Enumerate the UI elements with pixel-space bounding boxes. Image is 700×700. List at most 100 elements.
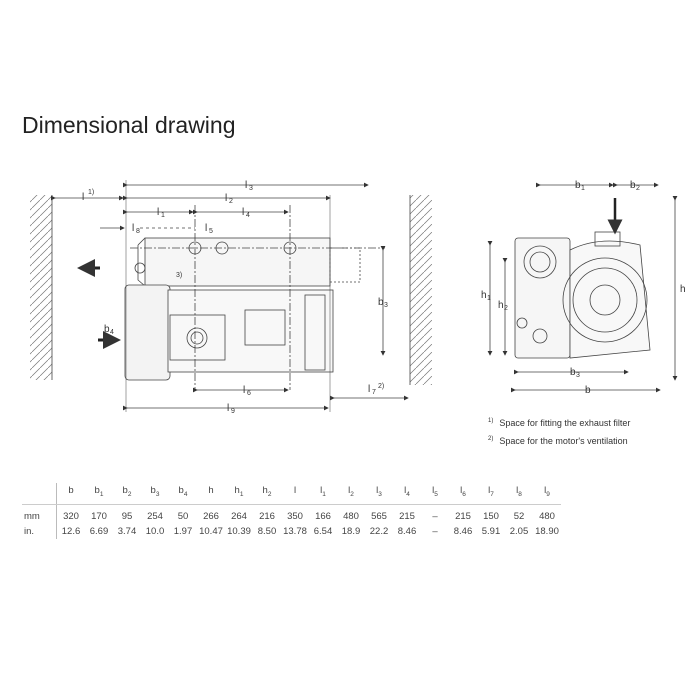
- column-header: l5: [421, 483, 449, 505]
- table-cell: 18.90: [535, 525, 559, 537]
- label-l3: l: [245, 180, 247, 191]
- svg-text:7: 7: [372, 389, 376, 396]
- column-header: h1: [225, 483, 253, 505]
- svg-text:4: 4: [246, 212, 250, 219]
- column-header: l7: [477, 483, 505, 505]
- column-header: l1: [309, 483, 337, 505]
- footnote-2: 2)Space for the motor's ventilation: [488, 436, 628, 446]
- pump-side-view: [124, 205, 385, 390]
- table-cell: 254: [147, 510, 163, 522]
- svg-text:1: 1: [487, 295, 491, 302]
- table-cell: 52: [513, 510, 525, 522]
- svg-text:4: 4: [110, 329, 114, 336]
- label-l7: l: [368, 384, 370, 395]
- table-cell: 266: [203, 510, 219, 522]
- label-b4: b: [104, 324, 110, 335]
- svg-text:3: 3: [384, 302, 388, 309]
- svg-text:1): 1): [88, 189, 94, 196]
- label-front-h1: h: [481, 290, 487, 301]
- column-header: b1: [85, 483, 113, 505]
- column-header: l8: [505, 483, 533, 505]
- column-header: h2: [253, 483, 281, 505]
- table-cell: 22.2: [369, 525, 389, 537]
- svg-text:2: 2: [504, 305, 508, 312]
- page-title: Dimensional drawing: [22, 112, 236, 138]
- column-header: l4: [393, 483, 421, 505]
- table-cell: 350: [287, 510, 303, 522]
- table-cell: 50: [177, 510, 189, 522]
- column-header: b: [56, 483, 85, 505]
- table-cell: –: [432, 510, 438, 522]
- column-header: h: [197, 483, 225, 505]
- pump-front-view: [514, 231, 651, 359]
- table-cell: 565: [371, 510, 387, 522]
- column-header: b2: [113, 483, 141, 505]
- footnote-1: 1)Space for fitting the exhaust filter: [488, 418, 631, 428]
- label-l: l: [82, 192, 84, 203]
- column-header: l9: [533, 483, 561, 505]
- label-l5: l: [205, 223, 207, 234]
- svg-text:5: 5: [209, 228, 213, 235]
- label-front-b1: b: [575, 180, 581, 191]
- table-cell: 6.54: [313, 525, 333, 537]
- label-l4: l: [242, 207, 244, 218]
- table-cell: 215: [455, 510, 471, 522]
- table-cell: 166: [315, 510, 331, 522]
- label-l8: l: [132, 223, 134, 234]
- label-front-b2: b: [630, 180, 636, 191]
- svg-text:6: 6: [247, 390, 251, 397]
- label-front-b3: b: [570, 367, 576, 378]
- svg-text:2: 2: [636, 185, 640, 192]
- table-cell: 480: [343, 510, 359, 522]
- column-header: l6: [449, 483, 477, 505]
- svg-text:1: 1: [581, 185, 585, 192]
- table-cell: 8.50: [257, 525, 277, 537]
- label-front-b: b: [585, 385, 591, 396]
- label-l9: l: [227, 403, 229, 414]
- table-cell: 95: [121, 510, 133, 522]
- table-cell: 10.39: [227, 525, 251, 537]
- front-dimensions: [487, 182, 678, 393]
- column-header: l3: [365, 483, 393, 505]
- svg-text:2: 2: [229, 198, 233, 205]
- label-l1: l: [157, 207, 159, 218]
- table-cell: 13.78: [283, 525, 307, 537]
- table-cell: –: [432, 525, 438, 537]
- table-cell: 12.6: [61, 525, 81, 537]
- table-cell: 264: [231, 510, 247, 522]
- label-front-h2: h: [498, 300, 504, 311]
- footnotes: 1)Space for fitting the exhaust filter 2…: [488, 413, 630, 449]
- label-l6: l: [243, 385, 245, 396]
- svg-text:2): 2): [378, 383, 384, 390]
- table-cell: 216: [259, 510, 275, 522]
- svg-text:3: 3: [576, 372, 580, 379]
- table-cell: 170: [91, 510, 107, 522]
- table-cell: 10.47: [199, 525, 223, 537]
- column-header: l2: [337, 483, 365, 505]
- label-front-h: h: [680, 284, 686, 295]
- label-b3: b: [378, 297, 384, 308]
- table-cell: 8.46: [453, 525, 473, 537]
- table-cell: 5.91: [481, 525, 501, 537]
- label-note3: 3): [176, 272, 182, 279]
- table-cell: 10.0: [145, 525, 165, 537]
- table-cell: 3.74: [117, 525, 137, 537]
- svg-text:8: 8: [136, 228, 140, 235]
- table-cell: 480: [539, 510, 555, 522]
- column-header: l: [281, 483, 309, 505]
- table-cell: 215: [399, 510, 415, 522]
- svg-text:3: 3: [249, 185, 253, 192]
- table-cell: 150: [483, 510, 499, 522]
- label-l2: l: [225, 193, 227, 204]
- side-dimensions: [51, 182, 409, 411]
- table-cell: 18.9: [341, 525, 361, 537]
- table-cell: 320: [63, 510, 79, 522]
- table-cell: 8.46: [397, 525, 417, 537]
- table-cell: 2.05: [509, 525, 529, 537]
